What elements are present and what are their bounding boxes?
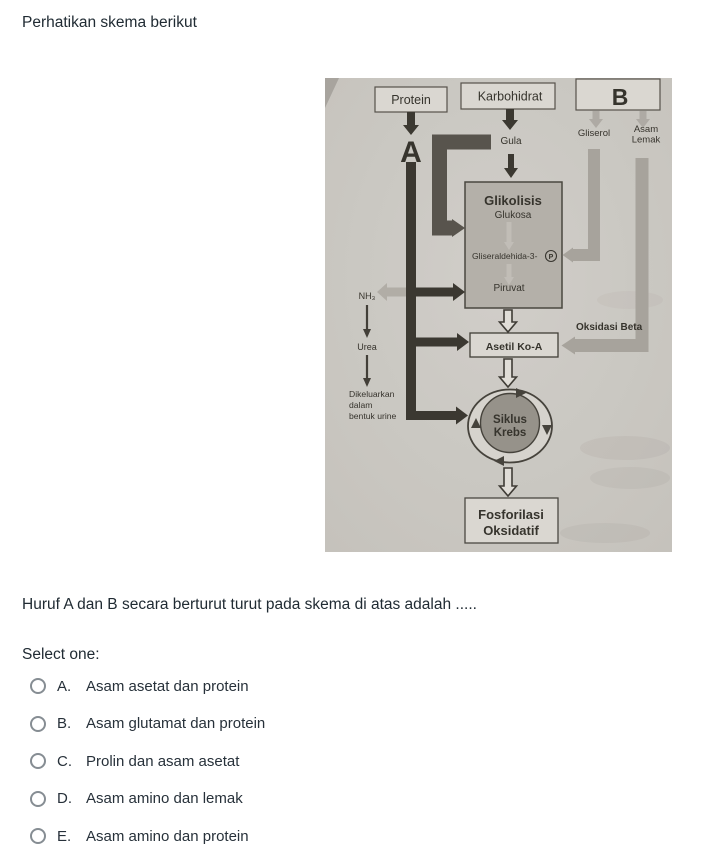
letter-a-label: A <box>400 136 422 169</box>
amino-acid-bar <box>406 162 416 420</box>
phosphate-p-label: P <box>549 254 554 261</box>
fosforilasi-box <box>464 497 559 544</box>
karbohidrat-down-arrow <box>502 109 518 130</box>
gliserol-label: Gliserol <box>578 128 610 139</box>
letter-b-label: B <box>612 84 629 110</box>
select-one-label: Select one: <box>22 646 100 663</box>
asam-lemak-label-line1: Asam <box>634 124 658 135</box>
piruvat-to-asetil-arrow <box>497 309 519 334</box>
option-a-radio[interactable] <box>30 678 46 694</box>
glikolisis-box <box>464 181 563 309</box>
glukosa-label: Glukosa <box>495 210 532 221</box>
cycle-arrowheads <box>471 388 552 466</box>
question-text: Huruf A dan B secara berturut turut pada… <box>22 596 477 613</box>
gula-down-arrow <box>504 154 518 178</box>
gula-elbow-arrowhead <box>452 219 465 237</box>
krebs-to-fosforilasi-arrow <box>497 467 519 498</box>
excreted-label-line3: bentuk urine <box>349 411 397 421</box>
protein-box <box>374 86 448 113</box>
option-text: Prolin dan asam asetat <box>86 752 240 770</box>
karbohidrat-label: Karbohidrat <box>478 90 543 104</box>
beta-oxidation-arrowhead <box>561 336 575 355</box>
scan-corner-artifact <box>325 78 339 108</box>
excreted-label-line1: Dikeluarkan <box>349 389 395 399</box>
option-text: Asam glutamat dan protein <box>86 715 266 732</box>
karbohidrat-box <box>460 82 556 110</box>
branch-to-piruvat <box>415 287 453 297</box>
answer-options: A. Asam asetat dan protein B. Asam gluta… <box>30 678 265 866</box>
option-c[interactable]: C. Prolin dan asam asetat <box>30 752 265 770</box>
gliserol-arrowhead <box>562 247 573 263</box>
nh3-label: NH₃ <box>359 291 376 301</box>
faint-internal-arrowheads <box>504 242 514 285</box>
asam-lemak-label-line2: Lemak <box>632 135 661 146</box>
branch-to-krebs <box>415 411 456 420</box>
question-figure: Protein Karbohidrat B A Gula Glikolisis … <box>325 78 672 552</box>
gula-label: Gula <box>500 136 522 147</box>
b-to-gliserol-arrow <box>589 111 603 128</box>
b-to-asam-lemak-arrow <box>636 111 650 128</box>
excreted-label-line2: dalam <box>349 400 372 410</box>
fosforilasi-label-line2: Oksidatif <box>483 523 539 538</box>
asetil-to-krebs-arrow <box>497 358 519 389</box>
option-letter: D. <box>57 790 72 807</box>
glikolisis-title: Glikolisis <box>484 193 542 208</box>
option-letter: A. <box>57 677 72 695</box>
branch-to-asetil <box>415 337 457 347</box>
option-b-radio[interactable] <box>30 715 46 732</box>
siklus-label-line2: Krebs <box>494 427 527 439</box>
option-e[interactable]: E. Asam amino dan protein <box>30 827 265 845</box>
question-intro-text: Perhatikan skema berikut <box>22 14 197 31</box>
option-e-radio[interactable] <box>30 828 46 844</box>
nh3-arrow <box>377 283 406 301</box>
asetil-koa-box <box>469 332 559 358</box>
urea-label: Urea <box>357 342 377 352</box>
protein-down-arrow <box>403 112 419 135</box>
option-letter: B. <box>57 715 72 732</box>
option-letter: C. <box>57 752 72 770</box>
b-box <box>575 78 661 111</box>
gliserol-path <box>573 149 600 261</box>
option-c-radio[interactable] <box>30 753 46 769</box>
option-text: Asam asetat dan protein <box>86 677 249 695</box>
oksidasi-beta-label: Oksidasi Beta <box>576 322 643 333</box>
krebs-cycle <box>467 388 553 466</box>
asam-lemak-path <box>575 158 649 352</box>
option-b[interactable]: B. Asam glutamat dan protein <box>30 715 266 732</box>
option-text: Asam amino dan lemak <box>86 790 243 807</box>
fosforilasi-label-line1: Fosforilasi <box>478 507 544 522</box>
protein-label: Protein <box>391 93 431 107</box>
siklus-label-line1: Siklus <box>493 414 527 426</box>
option-d-radio[interactable] <box>30 790 46 807</box>
option-text: Asam amino dan protein <box>86 827 249 845</box>
gliseraldehida-label: Gliseraldehida-3- <box>472 251 538 261</box>
piruvat-label: Piruvat <box>493 283 524 294</box>
option-a[interactable]: A. Asam asetat dan protein <box>30 677 265 695</box>
asetil-koa-label: Asetil Ko-A <box>486 341 543 353</box>
gula-elbow-path <box>432 134 491 236</box>
phosphate-circle-icon <box>544 249 558 263</box>
option-d[interactable]: D. Asam amino dan lemak <box>30 790 265 807</box>
metabolism-diagram: Protein Karbohidrat B A Gula Glikolisis … <box>325 78 672 552</box>
option-letter: E. <box>57 827 72 845</box>
